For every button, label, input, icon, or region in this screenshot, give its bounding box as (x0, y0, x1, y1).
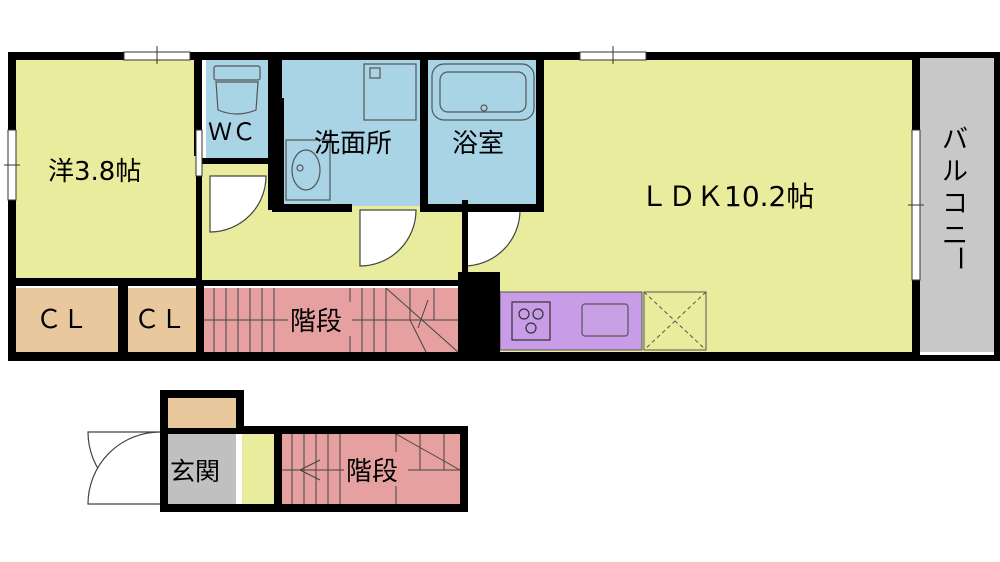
bath-label: 浴室 (452, 129, 504, 159)
stairs-lower-label-bg (344, 452, 408, 486)
closet-left-label: ＣＬ (36, 305, 88, 335)
closet-left-floor (14, 288, 118, 352)
entrance-floor (166, 432, 236, 504)
western-room-floor (14, 60, 196, 280)
ldk-label: ＬＤＫ10.2帖 (640, 180, 814, 213)
lower-hall-floor (242, 432, 274, 504)
wc-floor (206, 60, 270, 158)
balcony-char-5: ー (944, 245, 974, 271)
balcony-char-1: バ (942, 125, 968, 155)
stairs-lower-arrow-icon (299, 459, 321, 481)
stairs-upper-label: 階段 (290, 307, 342, 337)
closet-right-floor (128, 288, 196, 352)
window-mullions (4, 46, 924, 206)
balcony-label: バ ル コ ニ ー (942, 125, 974, 271)
washroom-label: 洗面所 (314, 129, 392, 159)
fridge-cross-icon (643, 291, 707, 351)
stairs-lower-treads (280, 433, 461, 504)
western-room-label: 洋3.8帖 (48, 157, 141, 187)
balcony-floor (920, 56, 994, 352)
stairs-upper-label-bg (288, 302, 352, 336)
washer-space-icon (363, 63, 417, 121)
entrance-door-swing (87, 431, 161, 505)
bath-floor (428, 60, 538, 206)
walls (8, 52, 1000, 512)
stove-icon (511, 301, 551, 341)
wc-label: ＷＣ (208, 118, 256, 146)
stairs-lower-label: 階段 (346, 457, 398, 487)
bathtub-icon (431, 63, 535, 121)
kitchen-sink-icon (581, 303, 629, 337)
toilet-icon (213, 65, 261, 115)
balcony-char-2: ル (942, 157, 968, 187)
entrance-upper-floor (166, 396, 236, 430)
washroom-floor (280, 60, 420, 206)
balcony-char-3: コ (942, 189, 968, 219)
balcony-char-4: ニ (942, 221, 968, 251)
sink-icon (285, 139, 331, 201)
closet-right-label: ＣＬ (134, 305, 186, 335)
entrance-label: 玄関 (170, 457, 220, 486)
